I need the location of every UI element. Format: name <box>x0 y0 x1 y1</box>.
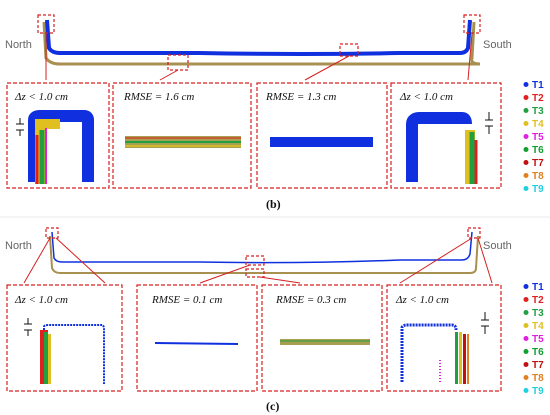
detail-box-4-b <box>390 82 502 189</box>
legend-marker-t7 <box>523 362 529 367</box>
annotation-3-c: RMSE = 0.3 cm <box>275 294 346 306</box>
legend-marker-t1 <box>523 82 529 87</box>
legend-label-t8: T8 <box>532 373 544 384</box>
profile-blue-c <box>51 231 473 264</box>
legend-label-t2: T2 <box>532 295 544 306</box>
legend-marker-t4 <box>523 121 529 126</box>
annotation-4-b: Δz < 1.0 cm <box>399 91 453 103</box>
legend-marker-t6 <box>523 349 529 354</box>
profile-blue-b <box>45 19 472 56</box>
detail-corner-right-b <box>406 112 493 184</box>
legend-label-t1: T1 <box>532 282 544 293</box>
detail-box-1-b <box>6 82 110 189</box>
caption-b: (b) <box>266 197 281 211</box>
legend-marker-t5 <box>523 336 529 341</box>
legend-label-t5: T5 <box>532 334 544 345</box>
highlight-south-c <box>467 227 481 239</box>
panel-b: North South Δz < 1.0 cm RMSE = 1.6 cm RM… <box>5 14 544 211</box>
detail-band-mixed-b <box>125 136 241 148</box>
annotation-2-c: RMSE = 0.1 cm <box>151 294 222 306</box>
annotation-2-b: RMSE = 1.6 cm <box>123 91 194 103</box>
annotation-4-c: Δz < 1.0 cm <box>395 294 449 306</box>
annotation-1-b: Δz < 1.0 cm <box>14 91 68 103</box>
legend-label-t5: T5 <box>532 132 544 143</box>
legend-label-t4: T4 <box>532 119 544 130</box>
panel-c: North South Δz < 1.0 cm RMSE = 0.1 cm RM… <box>5 227 544 413</box>
legend-label-t6: T6 <box>532 145 544 156</box>
detail-line-blue-c <box>154 342 239 345</box>
highlight-south-b <box>463 14 481 34</box>
legend-label-t3: T3 <box>532 308 544 319</box>
annotation-1-c: Δz < 1.0 cm <box>14 294 68 306</box>
legend-label-t9: T9 <box>532 386 544 397</box>
legend-label-t8: T8 <box>532 171 544 182</box>
highlight-north-c <box>45 227 59 239</box>
legend-marker-t9 <box>523 388 529 393</box>
legend-marker-t3 <box>523 310 529 315</box>
detail-corner-right-c <box>400 312 489 384</box>
legend-marker-t9 <box>523 186 529 191</box>
detail-band-mixed-c <box>280 339 370 345</box>
annotation-3-b: RMSE = 1.3 cm <box>265 91 336 103</box>
legend-marker-t8 <box>523 375 529 380</box>
connectors-c <box>23 237 493 284</box>
detail-box-4-c <box>386 284 502 392</box>
legend-label-t6: T6 <box>532 347 544 358</box>
legend-label-t3: T3 <box>532 106 544 117</box>
detail-box-1-c <box>6 284 123 392</box>
legend-label-t9: T9 <box>532 184 544 195</box>
north-label-b: North <box>5 39 32 51</box>
connectors-b <box>45 32 473 81</box>
highlight-mid2-c <box>245 268 265 278</box>
detail-box-3-c <box>261 284 383 392</box>
legend-marker-t8 <box>523 173 529 178</box>
legend-marker-t4 <box>523 323 529 328</box>
legend-marker-t1 <box>523 284 529 289</box>
south-label-c: South <box>483 240 512 252</box>
legend-marker-t2 <box>523 95 529 100</box>
profile-mixed-b <box>42 21 481 66</box>
caption-c: (c) <box>266 399 279 413</box>
north-label-c: North <box>5 240 32 252</box>
legend-label-t7: T7 <box>532 360 544 371</box>
legend-label-t2: T2 <box>532 93 544 104</box>
profile-mixed-c <box>49 235 479 274</box>
detail-corner-left-c <box>24 318 105 384</box>
legend-marker-t6 <box>523 147 529 152</box>
south-label-b: South <box>483 39 512 51</box>
detail-corner-left-b <box>16 110 94 184</box>
legend-marker-t2 <box>523 297 529 302</box>
highlight-mid1-c <box>245 255 265 266</box>
legend-label-t1: T1 <box>532 80 544 91</box>
detail-box-3-b <box>256 82 388 189</box>
detail-box-2-c <box>136 284 258 392</box>
detail-band-blue-b <box>270 137 373 147</box>
legend-label-t7: T7 <box>532 158 544 169</box>
legend-marker-t3 <box>523 108 529 113</box>
detail-box-2-b <box>112 82 252 189</box>
legend-marker-t7 <box>523 160 529 165</box>
legend-label-t4: T4 <box>532 321 544 332</box>
legend-marker-t5 <box>523 134 529 139</box>
